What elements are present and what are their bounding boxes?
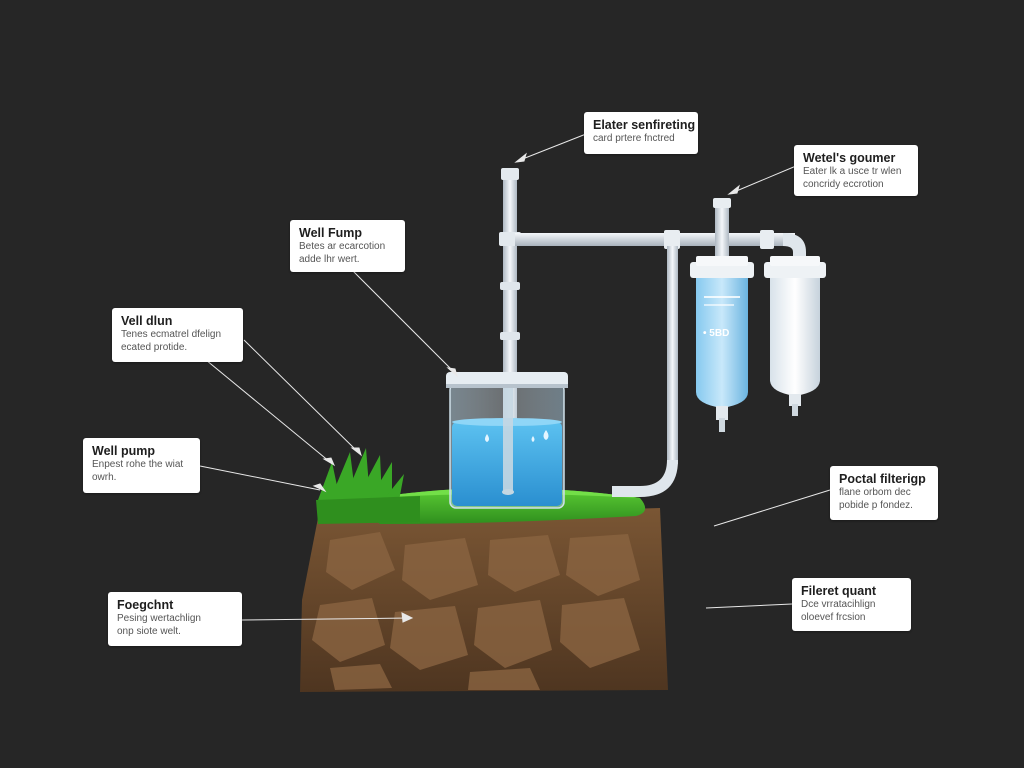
leader-line-well-pump (199, 465, 321, 491)
label-title: Wetel's goumer (803, 151, 896, 165)
label-desc: card prtere fnctred (593, 133, 675, 144)
label-title: Elater senfireting (593, 118, 696, 132)
leader-line-well-dlun-a (243, 339, 359, 453)
label-desc: Betes ar ecarcotion adde lhr wert. (299, 241, 386, 265)
label-desc: flane orbom dec pobide p fondez. (839, 487, 913, 511)
label-title: Foegchnt (117, 598, 174, 612)
leader-line-elater (519, 133, 587, 161)
leader-line-well-fump (351, 269, 455, 373)
label-title: Poctal filterigp (839, 472, 926, 486)
leader-line-wetels (733, 165, 797, 193)
label-fileret-quant: Fileret quant Dce vrratacihlign oloevef … (792, 578, 911, 631)
label-title: Well Fump (299, 226, 362, 240)
blue-filter-cartridge (690, 256, 754, 432)
leader-lines (199, 133, 831, 623)
label-desc: Eater lk a usce tr wlen concridy eccroti… (803, 166, 902, 190)
label-wetels-goumer: Wetel's goumer Eater lk a usce tr wlen c… (794, 145, 918, 196)
label-foegchnt: Foegchnt Pesing wertachlign onp siote we… (108, 592, 242, 646)
filter-label-text: • 5BD (703, 328, 729, 339)
label-title: Well pump (92, 444, 155, 458)
label-poctal-filterigp: Poctal filterigp flane orbom dec pobide … (830, 466, 938, 520)
label-desc: Enpest rohe the wiat owrh. (92, 459, 184, 483)
water-tank (446, 372, 568, 509)
label-vell-dlun: Vell dlun Tenes ecmatrel dfelign ecated … (112, 308, 243, 362)
soil-block (300, 508, 668, 692)
label-well-pump: Well pump Enpest rohe the wiat owrh. (83, 438, 200, 493)
leader-line-foegchnt (241, 617, 411, 621)
leader-line-well-dlun-b (205, 359, 331, 463)
leader-line-postal (713, 489, 831, 527)
label-elater-senfireting: Elater senfireting card prtere fnctred (584, 112, 698, 154)
label-title: Fileret quant (801, 584, 877, 598)
label-title: Vell dlun (121, 314, 173, 328)
grass-tuft (316, 448, 420, 524)
label-well-fump: Well Fump Betes ar ecarcotion adde lhr w… (290, 220, 405, 272)
leader-line-fiferet (705, 603, 793, 609)
label-desc: Pesing wertachlign onp siote welt. (117, 613, 201, 637)
label-desc: Tenes ecmatrel dfelign ecated protide. (121, 329, 222, 353)
white-filter-cartridge (764, 256, 826, 416)
label-desc: Dce vrratacihlign oloevef frcsion (801, 599, 876, 623)
